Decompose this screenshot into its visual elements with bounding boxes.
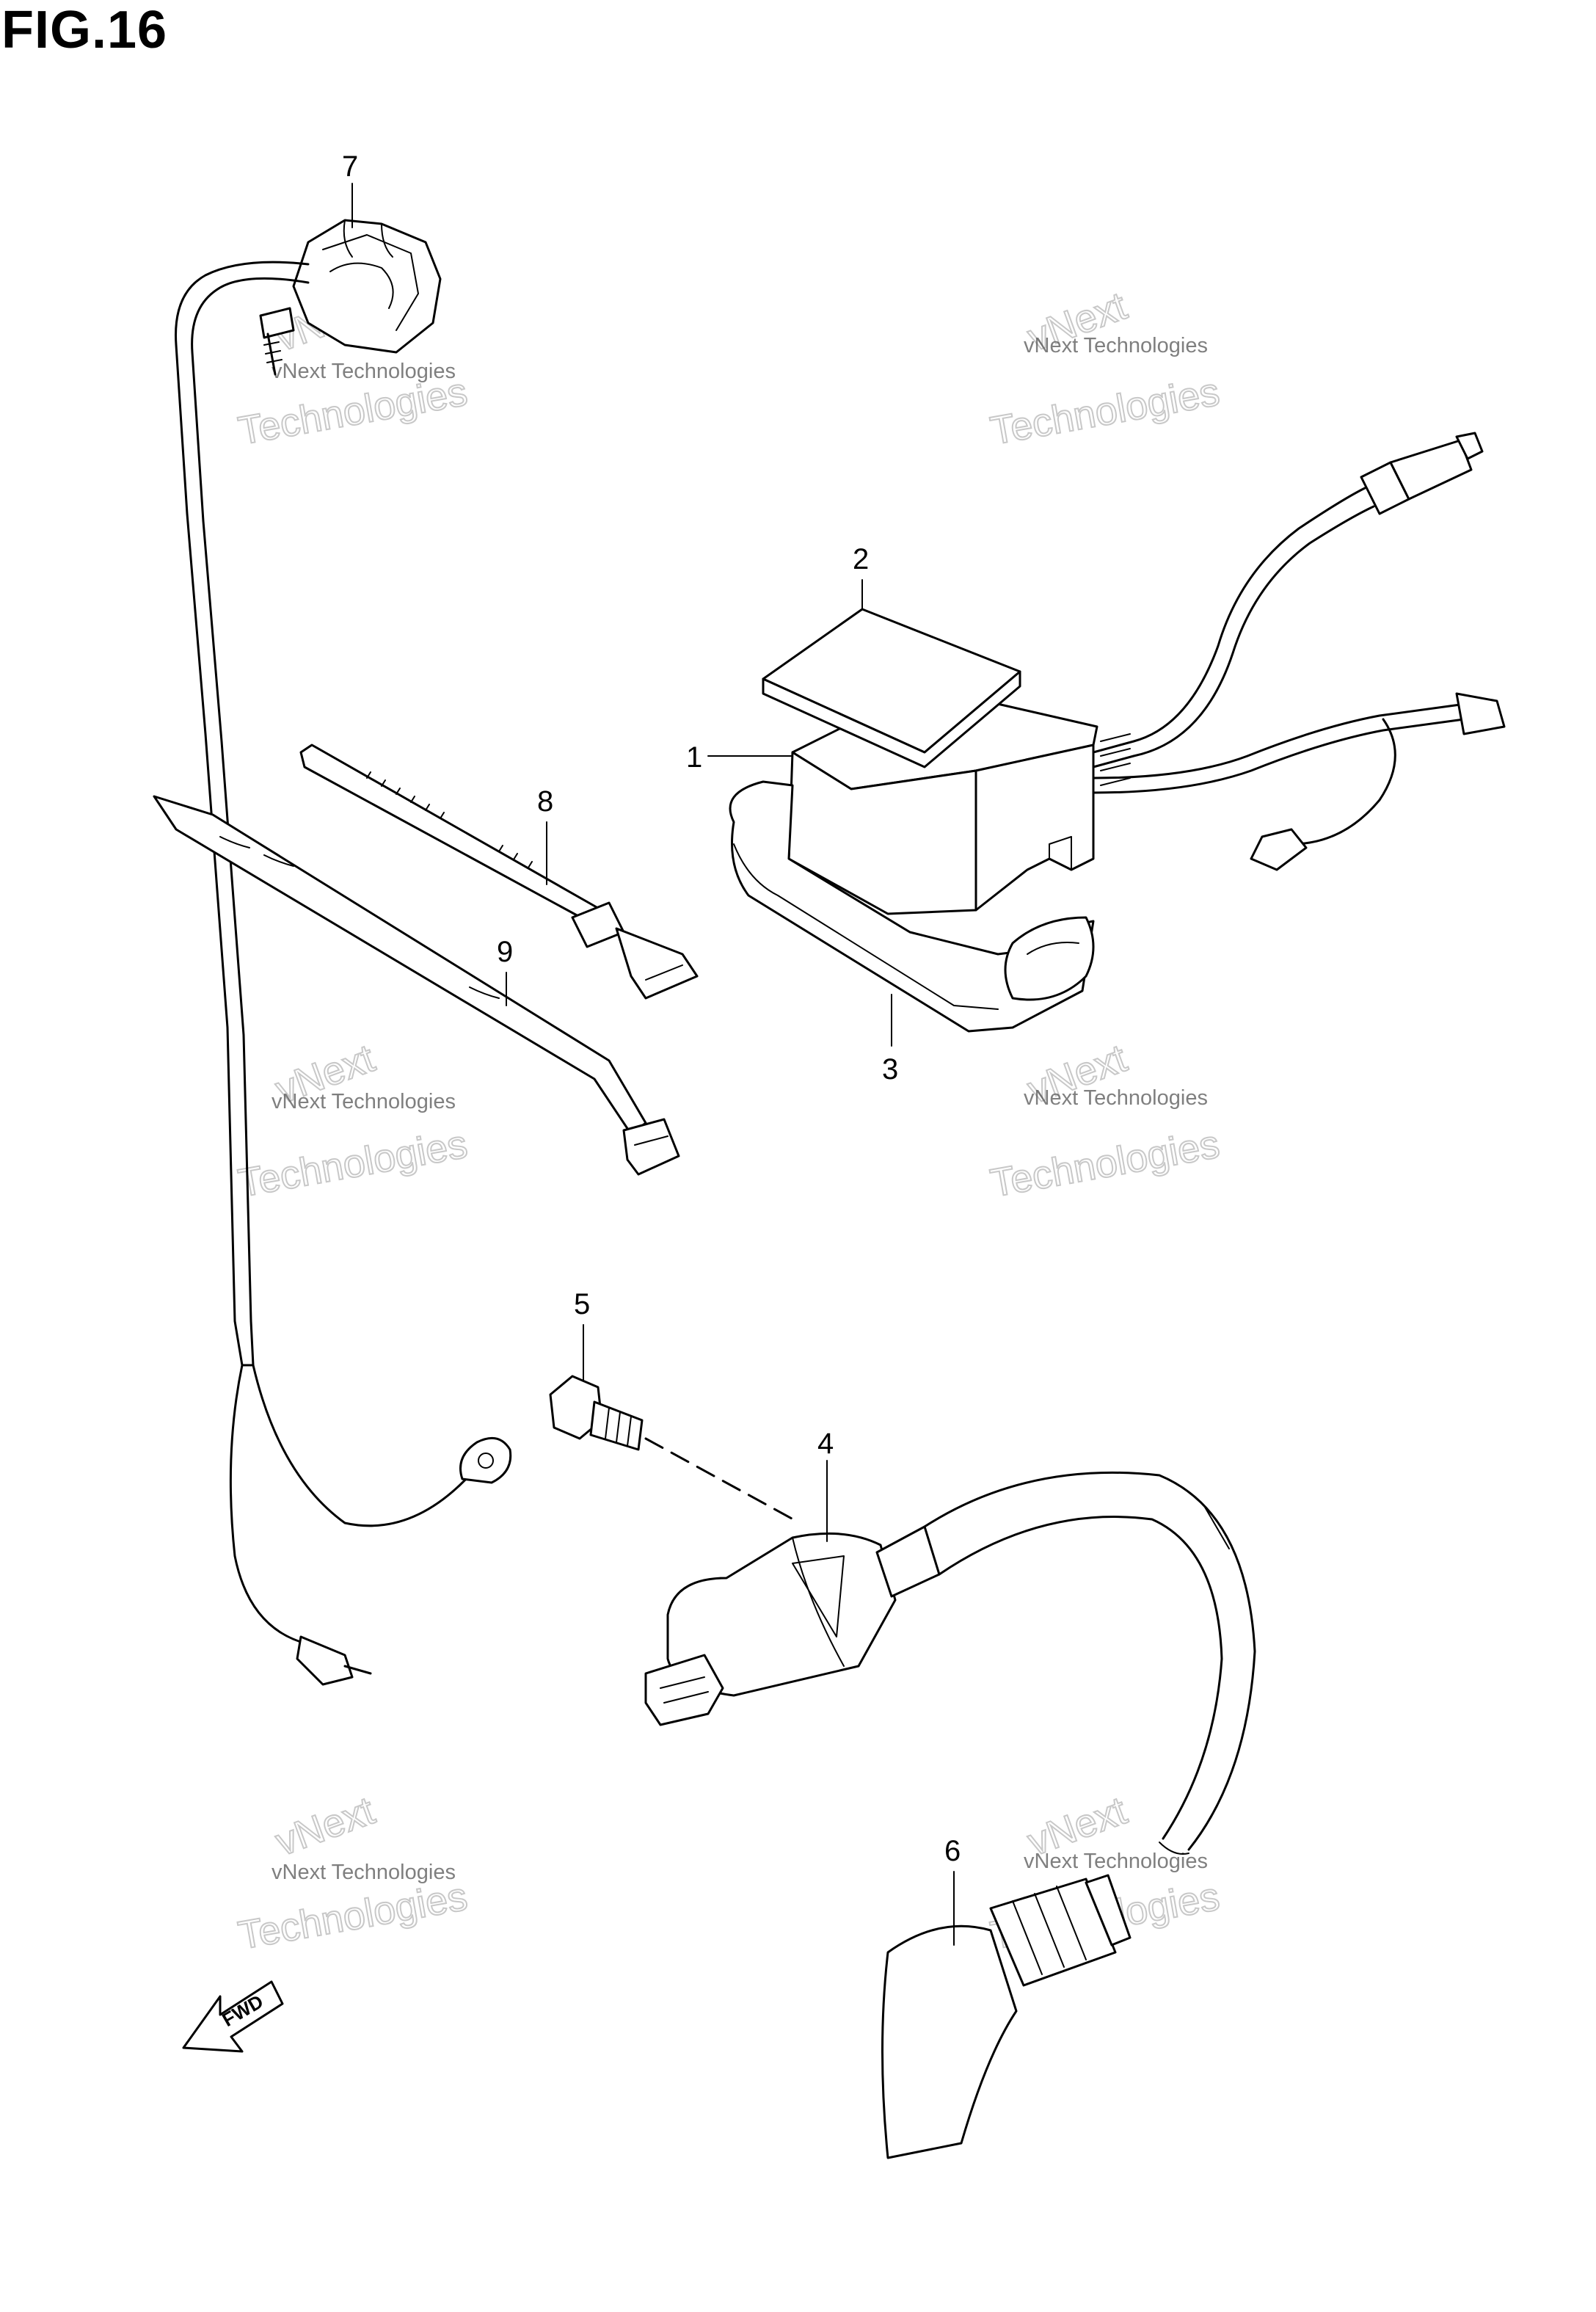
- plug-cap-ribs: [1012, 1886, 1087, 1975]
- part-4-ignition-coil: [644, 1471, 1256, 1855]
- plug-cap-end: [1085, 1874, 1132, 1946]
- coil-screw: [259, 307, 295, 339]
- callout-8: 8: [537, 785, 553, 818]
- bullet-terminal: [296, 1635, 354, 1686]
- part-3-rubber-mount: [729, 780, 1095, 1033]
- coil-harness-wire: [175, 261, 310, 1367]
- watermark-big-text: Technologies: [987, 1122, 1222, 1206]
- coil-seam: [792, 1537, 845, 1667]
- ht-lead-sleeve: [1203, 1504, 1230, 1549]
- cdi-flag-terminal: [1250, 828, 1308, 871]
- cdi-box-side: [974, 744, 1095, 912]
- callout-9: 9: [497, 936, 513, 968]
- bolt-shank: [589, 1400, 644, 1451]
- watermark-big-text: Technologies: [235, 1122, 470, 1206]
- watermark-small-text: vNext Technologies: [272, 360, 456, 383]
- coil-winding: [343, 219, 353, 258]
- mount-loop: [1004, 916, 1095, 1001]
- mount-lip: [733, 843, 999, 1010]
- coil-label-recess: [792, 1555, 845, 1637]
- callout-1: 1: [686, 741, 702, 774]
- bolt-thread: [605, 1407, 632, 1447]
- watermark-small-text: vNext Technologies: [272, 1090, 456, 1113]
- clamp-buckle-slot: [634, 1135, 668, 1146]
- cdi-connector-pin: [1455, 432, 1484, 460]
- part-9-clamp: [153, 795, 680, 1176]
- pad-edge: [762, 670, 1021, 768]
- part-2-cushion-pad: [762, 608, 1021, 768]
- callout-2: 2: [853, 543, 869, 575]
- coil-screw-shank: [266, 332, 277, 376]
- fwd-direction-arrow: FWD: [182, 1980, 284, 2053]
- part-6-spark-plug-cap: [881, 1874, 1132, 2159]
- clamp-marks: [219, 836, 500, 999]
- cdi-wire-lower: [1092, 718, 1465, 794]
- coil-harness-wire: [191, 277, 310, 1367]
- bullet-terminal-tip: [343, 1665, 372, 1675]
- bolt-centerline: [644, 1437, 801, 1524]
- callout-3: 3: [882, 1053, 898, 1086]
- part-5-bolt: [549, 1375, 801, 1524]
- watermark-small-text: vNext Technologies: [1024, 334, 1208, 357]
- ht-lead: [938, 1516, 1223, 1840]
- coil-ground-wire: [252, 1364, 471, 1527]
- figure-title: FIG.16: [1, 1, 168, 59]
- cdi-bullet-terminal: [1455, 692, 1506, 735]
- cable-tie-teeth: [366, 771, 533, 868]
- watermark-small-text: vNext Technologies: [1024, 1086, 1208, 1110]
- cdi-connector-housing: [1389, 439, 1473, 501]
- cdi-wire-lower: [1092, 703, 1462, 779]
- callout-5: 5: [574, 1288, 590, 1320]
- coil-winding: [381, 223, 393, 258]
- coil-winding: [322, 234, 419, 331]
- coil-terminal: [644, 1654, 724, 1726]
- coil-signal-wire: [229, 1364, 310, 1646]
- watermarks: vNext Technologies vNext Technologies vN…: [234, 283, 1223, 1959]
- cdi-box-foot: [1049, 836, 1072, 870]
- fwd-arrow-shape: [182, 1980, 284, 2053]
- cable-tie-slot: [645, 964, 683, 981]
- watermark-top-right: vNext Technologies vNext Technologies: [986, 283, 1223, 454]
- callout-6: 6: [944, 1835, 961, 1867]
- clamp-buckle: [622, 1118, 680, 1176]
- watermark-bottom-left: vNext Technologies vNext Technologies: [234, 1788, 471, 1959]
- ht-lead: [923, 1471, 1256, 1851]
- ht-lead-end: [1159, 1842, 1189, 1855]
- watermark-small-text: vNext Technologies: [272, 1861, 456, 1884]
- part-7-coil-assembly: [175, 219, 512, 1686]
- ring-terminal: [459, 1436, 512, 1484]
- cdi-wire-upper: [1092, 505, 1375, 768]
- watermark-big-text: Technologies: [987, 370, 1222, 454]
- coil-terminal-ribs: [660, 1676, 709, 1704]
- plug-cap-body: [989, 1877, 1117, 1987]
- cable-tie-tail: [615, 927, 699, 1000]
- callout-7: 7: [342, 150, 358, 183]
- watermark-mid-left: vNext Technologies vNext Technologies: [234, 1036, 471, 1207]
- watermark-big-text: vNext: [270, 1789, 380, 1865]
- watermark-big-text: Technologies: [235, 1875, 470, 1958]
- cdi-wire-grommet: [1100, 733, 1131, 786]
- callout-4: 4: [817, 1428, 834, 1460]
- part-8-cable-tie: [299, 744, 699, 1000]
- callouts: 7 2 1 8 9 3 5 4 6: [342, 150, 961, 1946]
- cdi-wiring: [1092, 432, 1506, 871]
- mount-loop-inner: [1027, 942, 1079, 955]
- ring-terminal-hole: [478, 1453, 494, 1469]
- watermark-mid-right: vNext Technologies vNext Technologies: [986, 1036, 1223, 1207]
- cdi-wire-upper: [1092, 487, 1366, 754]
- plug-cap-elbow: [881, 1924, 1018, 2159]
- coil-winding: [329, 262, 394, 309]
- cdi-branch-wire: [1290, 718, 1396, 846]
- coil-screw-thread: [263, 341, 283, 363]
